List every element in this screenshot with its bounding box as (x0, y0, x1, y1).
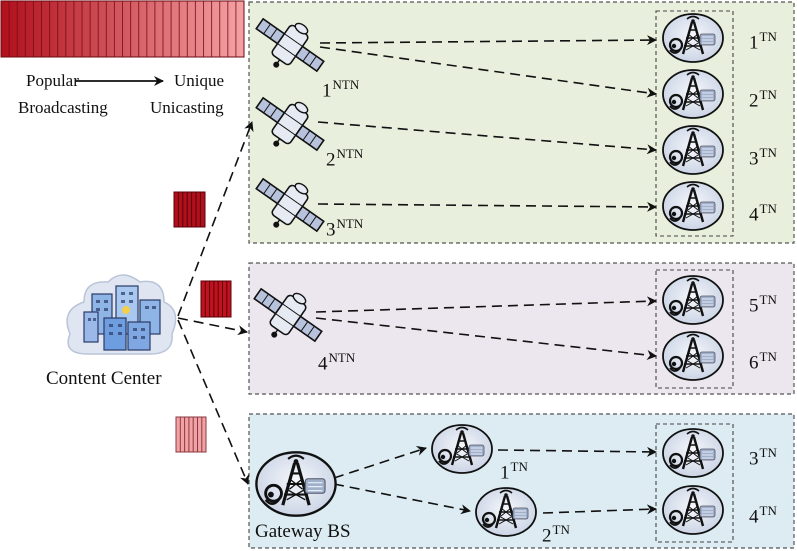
terminal-3b-icon (661, 427, 725, 479)
gateway-bs-icon (254, 450, 338, 518)
packet-popular (173, 191, 206, 228)
satellite-1-label: 1NTN (322, 77, 360, 102)
link-sat3-tn4 (317, 201, 657, 212)
terminal-2-icon (661, 68, 725, 120)
link-gw-relay1 (333, 446, 427, 479)
link-sat1-tn2 (319, 46, 657, 98)
terminal-5-icon (661, 274, 725, 326)
relay-bs-1-label: 1TN (500, 459, 528, 484)
content-center-label: Content Center (46, 368, 162, 389)
terminal-3-label: 3TN (749, 145, 777, 170)
link-gw-relay2 (333, 483, 471, 515)
terminal-3-icon (661, 124, 725, 176)
satellite-4-label: 4NTN (318, 350, 356, 375)
legend-popular: Popular (26, 71, 79, 90)
link-sat2-tn3 (317, 121, 657, 155)
legend-broadcasting: Broadcasting (18, 98, 108, 117)
link-relay2-tn4 (542, 504, 657, 515)
terminal-4b-icon (661, 484, 725, 536)
terminal-group-top (655, 10, 734, 237)
relay-bs-1-icon (430, 423, 494, 475)
terminal-group-mid (655, 269, 734, 389)
link-sat1-tn1 (319, 35, 657, 46)
link-sat4-tn5 (315, 296, 657, 313)
terminal-2-label: 2TN (749, 87, 777, 112)
link-cc-to-ntn-top (177, 121, 254, 317)
terminal-4-icon (661, 180, 725, 232)
terminal-1-label: 1TN (749, 29, 777, 54)
relay-bs-2-icon (474, 486, 538, 538)
relay-bs-2-label: 2TN (542, 522, 570, 547)
content-center-icon (66, 274, 177, 355)
packet-medium (200, 280, 232, 318)
legend-unicasting: Unicasting (150, 98, 224, 117)
popularity-gradient-bar (0, 0, 245, 58)
terminal-4b-label: 4TN (749, 503, 777, 528)
packet-unique (175, 416, 207, 453)
terminal-4-label: 4TN (749, 201, 777, 226)
terminal-1-icon (661, 12, 725, 64)
terminal-6-icon (661, 330, 725, 382)
terminal-3b-label: 3TN (749, 445, 777, 470)
terminal-6-label: 6TN (749, 349, 777, 374)
link-relay1-tn3 (497, 446, 657, 457)
terminal-5-label: 5TN (749, 292, 777, 317)
gateway-bs-label: Gateway BS (255, 521, 351, 542)
link-sat4-tn6 (315, 317, 657, 360)
link-cc-to-ntn-mid (177, 317, 248, 336)
legend-unique: Unique (174, 71, 225, 90)
terminal-group-bottom (655, 423, 734, 543)
link-cc-to-gateway (177, 319, 250, 485)
satellite-3-label: 3NTN (326, 216, 364, 241)
satellite-2-label: 2NTN (326, 146, 364, 171)
